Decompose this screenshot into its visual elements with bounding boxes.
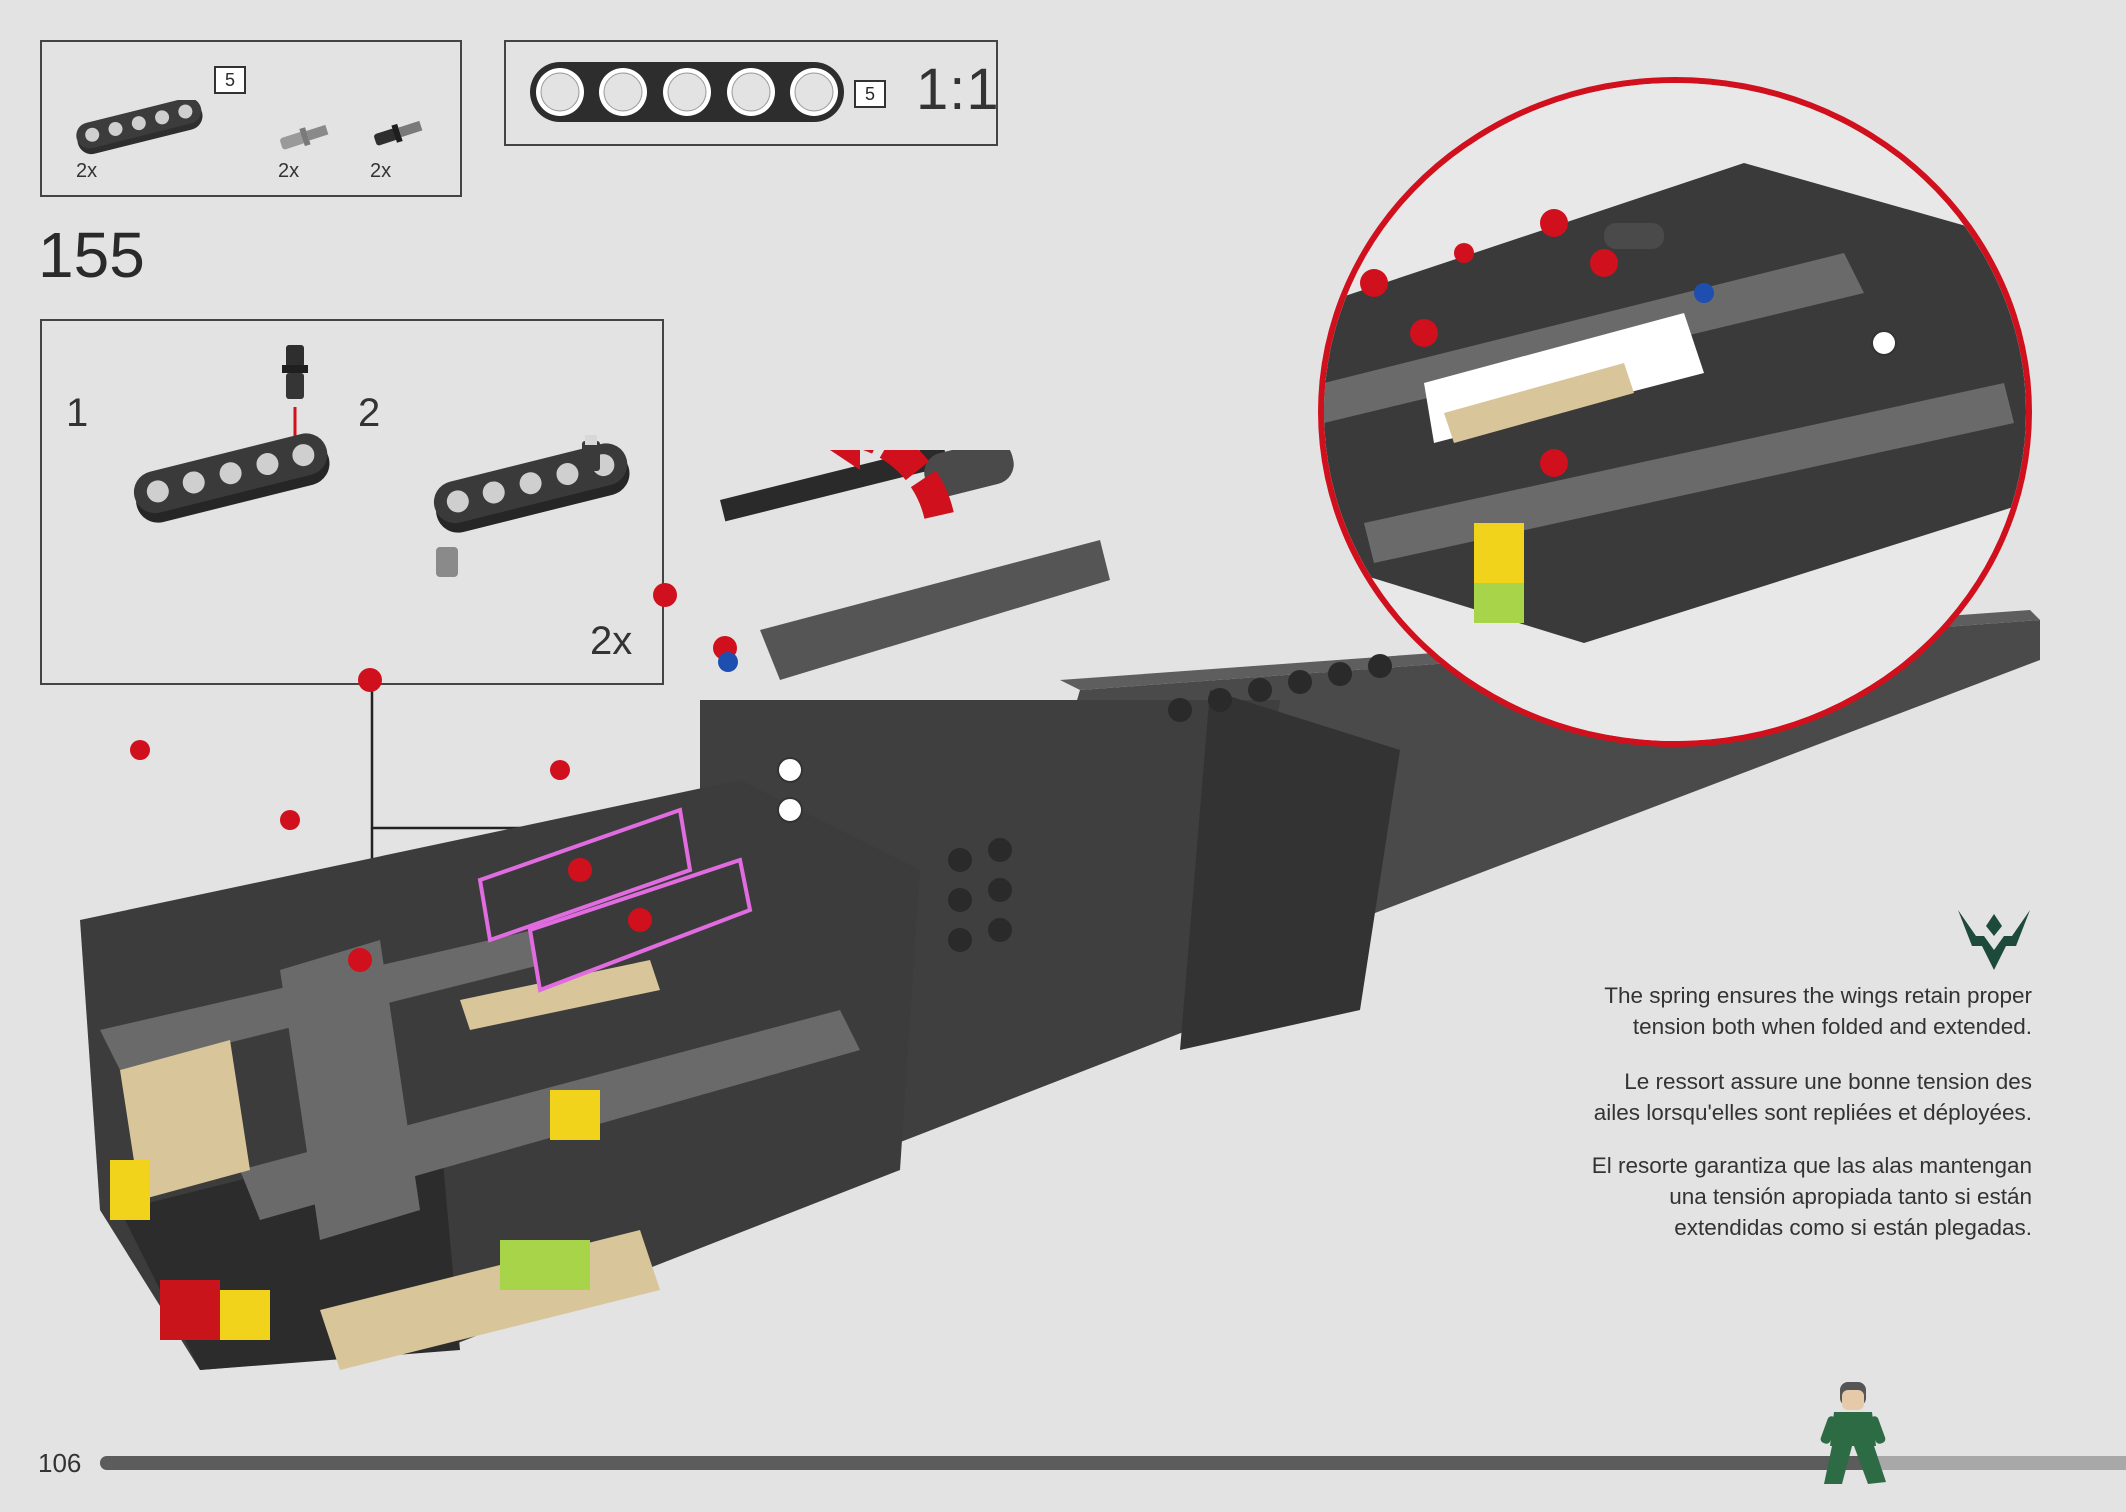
detail-illustration — [1324, 83, 2026, 741]
parts-list-box: 5 2x 2x 2x — [40, 40, 462, 197]
part-quantity-label: 2x — [370, 160, 392, 182]
part-quantity-label: 2x — [76, 160, 98, 182]
model-assembly-illustration — [80, 450, 2040, 1370]
axle-pin-grey-part-icon — [280, 124, 329, 150]
substep-multiplier: 2x — [590, 619, 633, 663]
scale-reference-box: 5 1:1 — [504, 40, 1000, 146]
beam-length-badge: 5 — [854, 80, 886, 108]
substep-box: 1 2 2x — [40, 319, 664, 685]
walking-minifigure-icon — [1820, 1382, 1886, 1484]
liftarm-assembled — [433, 443, 630, 533]
info-line: una tensión apropiada tanto si están — [1669, 1184, 2032, 1209]
detail-callout-circle — [1318, 77, 2032, 747]
page-number: 106 — [38, 1448, 82, 1478]
info-line: Le ressort assure une bonne tension des — [1624, 1069, 2032, 1094]
info-line: The spring ensures the wings retain prop… — [1604, 983, 2032, 1008]
eagle-emblem-icon — [1958, 910, 2030, 970]
info-line: extendidas como si están plegadas. — [1674, 1215, 2032, 1240]
part-length-badge: 5 — [214, 66, 246, 94]
info-paragraph-es: El resorte garantiza que las alas manten… — [1512, 1150, 2032, 1243]
progress-fill — [100, 1456, 1863, 1470]
axle-pin-black-part-icon — [374, 120, 423, 146]
substep-number: 2 — [358, 391, 381, 435]
info-line: ailes lorsqu'elles sont repliées et dépl… — [1593, 1100, 2032, 1125]
info-line: El resorte garantiza que las alas manten… — [1591, 1153, 2032, 1178]
liftarm-5-part-icon — [76, 100, 203, 155]
scale-ratio-label: 1:1 — [916, 57, 1000, 122]
liftarm-5-beam — [133, 433, 330, 523]
axle-pin-icon — [282, 345, 308, 399]
info-paragraph-fr: Le ressort assure une bonne tension des … — [1512, 1066, 2032, 1128]
beam-1to1-icon — [530, 62, 844, 122]
step-number: 155 — [38, 219, 145, 291]
substep-number: 1 — [66, 391, 89, 435]
substep-illustration — [133, 345, 630, 577]
info-line: tension both when folded and extended. — [1632, 1014, 2032, 1039]
rotate-arrow-icon — [862, 450, 955, 524]
part-quantity-label: 2x — [278, 160, 300, 182]
info-paragraph-en: The spring ensures the wings retain prop… — [1512, 980, 2032, 1042]
